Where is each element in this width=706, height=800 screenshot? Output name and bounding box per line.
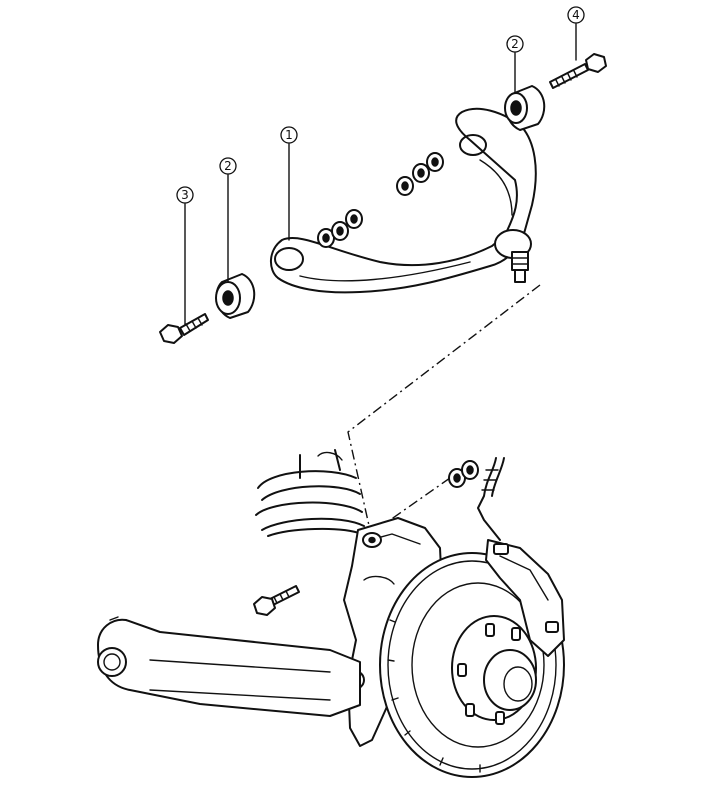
- bolt-front: [159, 313, 209, 344]
- washer-set-front: [317, 209, 363, 248]
- knuckle-bolt: [253, 585, 300, 616]
- upper-control-arm: [270, 107, 537, 294]
- assembly-line-nut: [389, 477, 451, 521]
- coil-spring: [255, 449, 365, 537]
- callout-label: 3: [181, 188, 189, 202]
- callout-label: 1: [285, 128, 293, 142]
- bolt-rear: [549, 53, 607, 89]
- wheel-hub: [451, 615, 537, 725]
- callout-upper-arm: 1: [280, 126, 298, 144]
- callout-label: 2: [511, 37, 519, 51]
- leader-lines: [184, 23, 577, 326]
- brake-hose: [477, 457, 505, 541]
- washer-set-rear: [396, 152, 444, 196]
- bushing-front: [215, 273, 256, 319]
- callout-label: 4: [572, 8, 580, 22]
- callout-bushing-rear: 2: [506, 35, 524, 53]
- wheel-stud-set: [457, 623, 521, 725]
- callout-label: 2: [224, 159, 232, 173]
- callout-bushing-front: 2: [219, 157, 237, 175]
- callout-bolt-rear: 4: [567, 6, 585, 24]
- brake-caliper: [485, 539, 565, 657]
- bushing-rear: [504, 85, 546, 131]
- assembly-line: [347, 284, 541, 531]
- ball-joint-nut: [448, 460, 479, 488]
- callout-bolt-front: 3: [176, 186, 194, 204]
- lower-control-arm: [97, 616, 361, 717]
